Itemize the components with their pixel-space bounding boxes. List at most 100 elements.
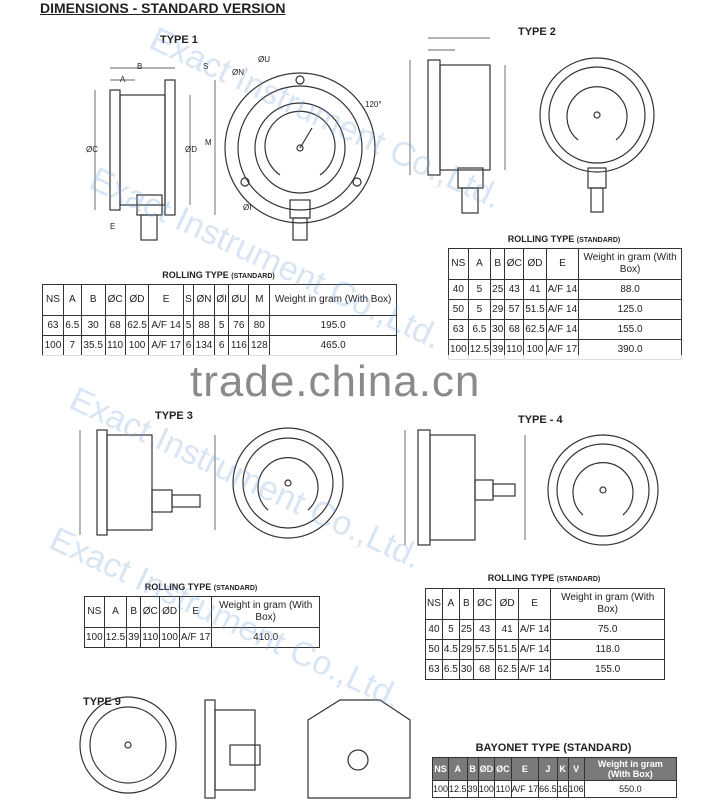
table-cell: A/F 14	[148, 315, 184, 336]
table-cell: 118.0	[550, 639, 665, 660]
table-cell: 80	[248, 315, 271, 336]
dim-label-a: A	[120, 75, 126, 84]
column-header: ØC	[104, 284, 126, 316]
table-cell: 155.0	[578, 319, 682, 340]
dim-label-n: ØN	[232, 68, 244, 77]
table-cell: 30	[80, 315, 106, 336]
table-cell: 57.5	[472, 639, 497, 660]
table-cell: 76	[228, 315, 250, 336]
table-cell: 75.0	[550, 619, 665, 640]
table4-title: ROLLING TYPE (STANDARD)	[487, 573, 601, 583]
column-header: Weight in gram (With Box)	[583, 757, 678, 781]
table-cell: 41	[523, 279, 547, 300]
table-cell: 41	[495, 619, 519, 640]
column-header: A	[62, 284, 82, 316]
table-cell: 550.0	[583, 780, 678, 798]
table-cell: 465.0	[269, 335, 397, 356]
type4-front-view	[547, 434, 659, 546]
table-cell: 5	[467, 279, 492, 300]
column-header: ØN	[193, 284, 215, 316]
column-header: V	[567, 757, 585, 781]
table2-title: ROLLING TYPE (STANDARD)	[507, 234, 621, 244]
table-cell: 39	[126, 627, 142, 648]
table-cell: 29	[490, 299, 506, 320]
trade-banner	[0, 355, 724, 407]
column-header: E	[148, 284, 184, 316]
table-cell: 62.5	[495, 659, 519, 680]
column-header: Weight in gram (With Box)	[211, 596, 320, 628]
column-header: E	[510, 757, 540, 781]
table-cell: 63	[42, 315, 64, 336]
dim-label-m: M	[205, 138, 212, 147]
table-cell: 100	[84, 627, 105, 648]
type2-label: TYPE 2	[518, 26, 556, 38]
table-cell: 88	[193, 315, 215, 336]
table-cell: 57	[504, 299, 525, 320]
dim-label-s: S	[203, 62, 209, 71]
table3-title: ROLLING TYPE (STANDARD)	[144, 582, 258, 592]
column-header: ØD	[523, 248, 547, 280]
table-cell: 30	[490, 319, 506, 340]
type2-side-view	[409, 37, 506, 214]
table-cell: 100	[159, 627, 180, 648]
table-cell: 12.5	[448, 780, 468, 798]
table-cell: 40	[425, 619, 443, 640]
column-header: B	[490, 248, 506, 280]
table-cell: 12.5	[103, 627, 128, 648]
table-cell: 68	[504, 319, 525, 340]
table-cell: 51.5	[523, 299, 547, 320]
table-cell: 5	[182, 315, 195, 336]
table-cell: A/F 17	[178, 627, 213, 648]
column-header: ØD	[495, 588, 519, 620]
column-header: ØC	[472, 588, 497, 620]
column-header: ØC	[504, 248, 525, 280]
table-cell: A/F 17	[148, 335, 184, 356]
table-cell: 66.5	[538, 780, 558, 798]
column-header: B	[80, 284, 106, 316]
column-header: ØD	[124, 284, 150, 316]
table-cell: 110	[104, 335, 126, 356]
bayonet-table-title: BAYONET TYPE (STANDARD)	[475, 742, 632, 754]
table-cell: 100	[477, 780, 496, 798]
column-header: J	[538, 757, 558, 781]
column-header: B	[126, 596, 142, 628]
column-header: Weight in gram (With Box)	[578, 248, 682, 280]
table-cell: 100	[124, 335, 150, 356]
table-cell: 100	[431, 780, 450, 798]
column-header: ØD	[159, 596, 180, 628]
table-cell: A/F 17	[510, 780, 540, 798]
table-cell: 128	[248, 335, 271, 356]
table-cell: 7	[62, 335, 82, 356]
table-cell: 35.5	[80, 335, 106, 356]
column-header: Weight in gram (With Box)	[550, 588, 665, 620]
column-header: E	[545, 248, 580, 280]
trade-banner-text: trade.china.cn	[190, 357, 481, 406]
table-cell: 410.0	[211, 627, 320, 648]
type1-front-view	[224, 72, 376, 241]
dim-label-e: E	[110, 222, 116, 231]
column-header: A	[467, 248, 492, 280]
table-cell: 155.0	[550, 659, 665, 680]
table-cell: A/F 14	[517, 619, 552, 640]
table-cell: 68	[104, 315, 126, 336]
table-cell: 25	[490, 279, 506, 300]
column-header: NS	[425, 588, 443, 620]
column-header: A	[448, 757, 468, 781]
table-cell: 62.5	[124, 315, 150, 336]
table-cell: 5	[467, 299, 492, 320]
